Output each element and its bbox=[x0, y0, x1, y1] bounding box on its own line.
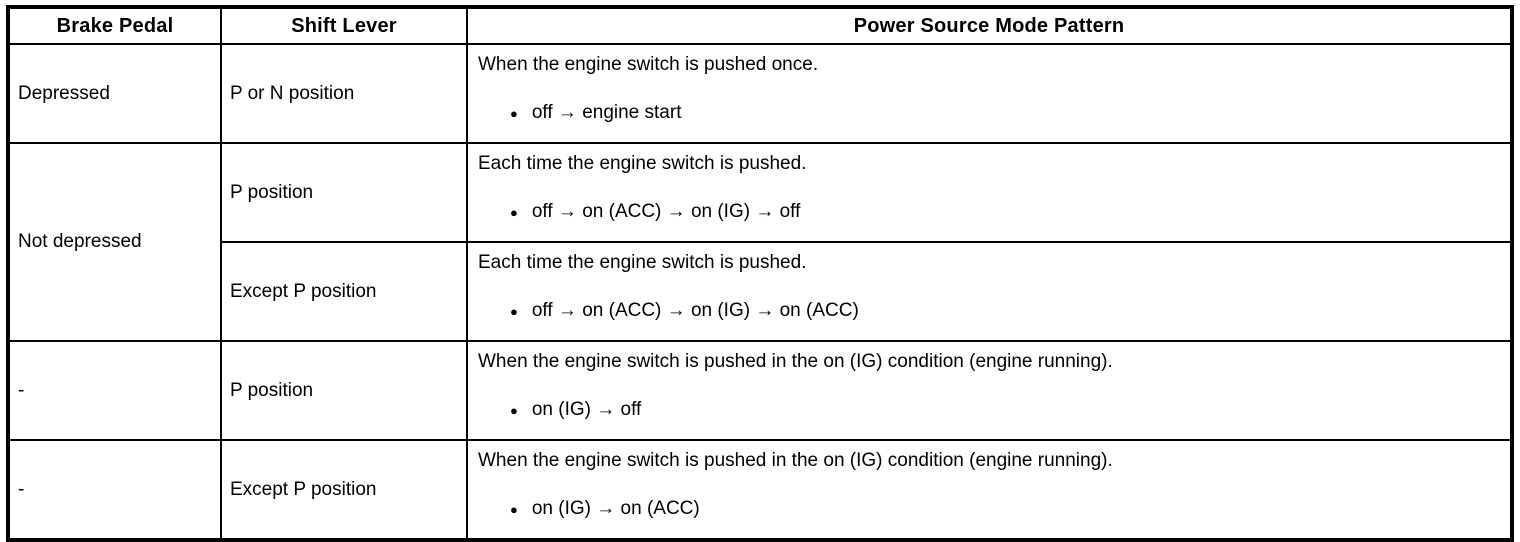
cell-brake-pedal: - bbox=[7, 340, 222, 441]
cell-brake-pedal: Depressed bbox=[7, 43, 222, 144]
bullet-icon: ● bbox=[510, 106, 518, 122]
table-row: Except P position Each time the engine s… bbox=[8, 241, 1513, 342]
cell-pattern: When the engine switch is pushed in the … bbox=[466, 340, 1513, 441]
table-row: Depressed P or N position When the engin… bbox=[7, 43, 1513, 144]
pattern-sequence: off → on (ACC) → on (IG) → off bbox=[531, 201, 801, 223]
pattern-sequence: on (IG) → on (ACC) bbox=[531, 498, 700, 520]
cell-shift-lever: Except P position bbox=[220, 241, 468, 342]
table-row: Not depressed P position Each time the e… bbox=[7, 142, 1513, 342]
header-power-source-mode-pattern: Power Source Mode Pattern bbox=[466, 6, 1513, 45]
pattern-condition: When the engine switch is pushed once. bbox=[478, 54, 819, 75]
bullet-icon: ● bbox=[510, 205, 518, 221]
cell-shift-lever: Except P position bbox=[220, 439, 468, 541]
cell-brake-pedal: - bbox=[7, 439, 222, 541]
pattern-sequence-row: ● off → engine start bbox=[478, 102, 1502, 125]
cell-pattern: When the engine switch is pushed in the … bbox=[466, 439, 1513, 541]
bullet-icon: ● bbox=[510, 304, 518, 320]
pattern-condition: Each time the engine switch is pushed. bbox=[478, 153, 807, 174]
pattern-sequence: off → engine start bbox=[531, 102, 682, 124]
pattern-sequence-row: ● on (IG) → on (ACC) bbox=[478, 498, 1502, 521]
cell-shift-lever: P or N position bbox=[220, 43, 468, 144]
cell-pattern: Each time the engine switch is pushed. ●… bbox=[466, 241, 1513, 342]
cell-shift-lever: P position bbox=[220, 340, 468, 441]
power-source-mode-table: Brake Pedal Shift Lever Power Source Mod… bbox=[6, 5, 1514, 542]
pattern-sequence: on (IG) → off bbox=[531, 399, 642, 421]
pattern-sequence-row: ● off → on (ACC) → on (IG) → on (ACC) bbox=[478, 300, 1502, 323]
header-brake-pedal: Brake Pedal bbox=[7, 6, 222, 45]
cell-shift-lever: P position bbox=[220, 142, 468, 243]
pattern-sequence-row: ● off → on (ACC) → on (IG) → off bbox=[478, 201, 1502, 224]
bullet-icon: ● bbox=[510, 403, 518, 419]
pattern-condition: Each time the engine switch is pushed. bbox=[478, 252, 807, 273]
header-shift-lever: Shift Lever bbox=[220, 6, 468, 45]
header-row: Brake Pedal Shift Lever Power Source Mod… bbox=[7, 6, 1513, 45]
pattern-condition: When the engine switch is pushed in the … bbox=[478, 351, 1113, 372]
bullet-icon: ● bbox=[510, 502, 518, 518]
pattern-condition: When the engine switch is pushed in the … bbox=[478, 450, 1113, 471]
table-row: - P position When the engine switch is p… bbox=[7, 340, 1513, 441]
cell-pattern: Each time the engine switch is pushed. ●… bbox=[466, 142, 1513, 243]
cell-brake-pedal: Not depressed bbox=[7, 142, 222, 342]
pattern-sequence-row: ● on (IG) → off bbox=[478, 399, 1502, 422]
cell-pattern: When the engine switch is pushed once. ●… bbox=[466, 43, 1513, 144]
pattern-sequence: off → on (ACC) → on (IG) → on (ACC) bbox=[531, 300, 859, 322]
table-row: - Except P position When the engine swit… bbox=[7, 439, 1513, 541]
